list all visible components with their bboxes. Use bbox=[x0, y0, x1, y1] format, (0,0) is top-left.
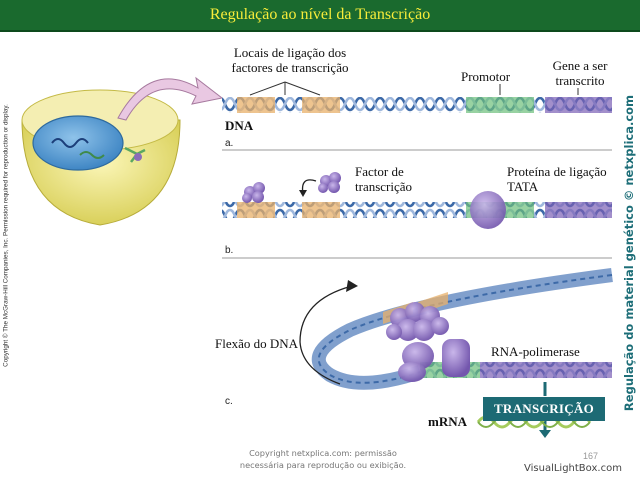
transcription-label: TRANSCRIÇÃO bbox=[493, 401, 595, 416]
transcription-factor-moving bbox=[318, 172, 341, 193]
footer-copyright: Copyright netxplica.com: permissão neces… bbox=[239, 448, 407, 470]
bending-arrow bbox=[299, 285, 353, 385]
transcription-factor-free bbox=[242, 182, 265, 203]
tata-binding-protein bbox=[470, 191, 506, 229]
promoter-label: Promotor bbox=[461, 69, 511, 84]
dna-strand-b bbox=[222, 172, 612, 229]
binding-sites-label: Locais de ligação dos factores de transc… bbox=[231, 45, 349, 75]
dna-label: DNA bbox=[225, 118, 254, 133]
protein-complex bbox=[386, 302, 449, 382]
dna-strand-a bbox=[222, 81, 612, 113]
transcription-factor-label: Factor de transcrição bbox=[355, 164, 413, 194]
cell-illustration bbox=[21, 89, 181, 226]
tata-protein-label: Proteína de ligação TATA bbox=[507, 164, 607, 194]
gene-label: Gene a ser transcrito bbox=[552, 58, 608, 88]
dna-bending-label: Flexão do DNA bbox=[215, 336, 299, 351]
page-title: Regulação ao nível da Transcrição bbox=[209, 6, 431, 23]
dna-loop-c bbox=[299, 268, 613, 390]
title-bar: Regulação ao nível da Transcrição bbox=[0, 0, 640, 32]
rna-polymerase-label: RNA-polimerase bbox=[491, 344, 580, 359]
panel-letter-a: a. bbox=[225, 138, 234, 149]
mrna-label: mRNA bbox=[428, 414, 467, 429]
watermark: VisualLightBox.com bbox=[524, 463, 622, 474]
panel-letter-b: b. bbox=[225, 245, 234, 256]
transcription-box: TRANSCRIÇÃO bbox=[483, 397, 605, 421]
page-number: 167 bbox=[583, 451, 599, 461]
panel-letter-c: c. bbox=[225, 396, 233, 407]
rna-polymerase-shape bbox=[442, 339, 470, 377]
